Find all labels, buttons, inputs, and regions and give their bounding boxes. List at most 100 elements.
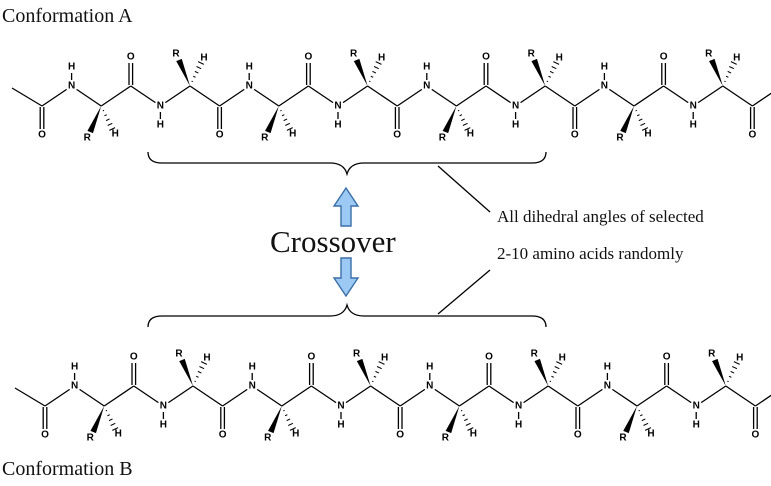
- oxygen-atom: O: [219, 430, 227, 441]
- backbone-bond: [399, 388, 426, 407]
- hydrogen-hashed-bond: [102, 109, 116, 131]
- oxygen-atom: O: [663, 352, 671, 363]
- hydrogen-hashed-bond: [369, 61, 382, 83]
- sidechain-wedge-bond: [534, 358, 549, 386]
- backbone-bond: [14, 387, 46, 407]
- hydrogen-hashed-bond: [546, 61, 560, 83]
- backbone-bond: [311, 385, 337, 404]
- backbone-bond: [485, 85, 511, 104]
- pointer-line-bottom: [437, 269, 491, 315]
- sidechain-wedge-bond: [265, 106, 279, 134]
- backbone-bond: [189, 85, 220, 107]
- backbone-bond: [666, 385, 692, 404]
- backbone-bond: [168, 385, 194, 404]
- backbone-bond: [41, 88, 67, 107]
- hydrogen-atom: H: [515, 420, 522, 431]
- nitrogen-atom: N: [160, 401, 167, 412]
- hydrogen-atom: H: [160, 420, 167, 431]
- backbone-bond: [609, 88, 635, 107]
- hydrogen-atom: H: [115, 429, 122, 440]
- hydrogen-hashed-bond: [283, 409, 296, 431]
- arrow-down-icon: [332, 257, 360, 298]
- sidechain-atom: R: [175, 349, 183, 360]
- oxygen-atom: O: [574, 430, 582, 441]
- sidechain-atom: R: [261, 133, 269, 144]
- oxygen-atom: O: [38, 130, 46, 141]
- sidechain-atom: R: [172, 49, 180, 60]
- sidechain-atom: R: [442, 433, 450, 444]
- backbone-bond: [130, 85, 156, 104]
- oxygen-atom: O: [308, 352, 316, 363]
- backbone-bond: [577, 388, 603, 407]
- dihedral-note-line2: 2-10 amino acids randomly: [497, 244, 684, 263]
- sidechain-atom: R: [84, 133, 92, 144]
- hydrogen-atom: H: [249, 362, 256, 373]
- nitrogen-atom: N: [337, 401, 344, 412]
- hydrogen-atom: H: [71, 362, 78, 373]
- hydrogen-atom: H: [736, 353, 743, 364]
- hydrogen-hashed-bond: [457, 109, 471, 131]
- backbone-bond: [278, 85, 309, 107]
- sidechain-atom: R: [439, 133, 447, 144]
- backbone-bond: [219, 88, 245, 107]
- backbone-bond: [100, 85, 132, 107]
- crossover-label: Crossover: [270, 224, 396, 259]
- oxygen-atom: O: [749, 130, 757, 141]
- backbone-bond: [456, 85, 487, 107]
- sidechain-wedge-bond: [268, 406, 282, 434]
- hydrogen-atom: H: [200, 53, 207, 64]
- backbone-bond: [520, 85, 546, 104]
- hydrogen-atom: H: [378, 53, 385, 64]
- hydrogen-hashed-bond: [191, 61, 205, 83]
- nitrogen-atom: N: [246, 81, 253, 92]
- hydrogen-atom: H: [426, 362, 433, 373]
- oxygen-atom: O: [752, 430, 760, 441]
- sidechain-wedge-bond: [442, 106, 457, 134]
- nitrogen-atom: N: [249, 381, 256, 392]
- backbone-bond: [663, 85, 689, 104]
- arrow-up-icon: [332, 186, 360, 227]
- hydrogen-atom: H: [470, 429, 477, 440]
- backbone-bond: [103, 385, 135, 407]
- sidechain-atom: R: [350, 49, 358, 60]
- backbone-bond: [345, 385, 371, 404]
- nitrogen-atom: N: [604, 381, 611, 392]
- hydrogen-atom: H: [512, 120, 519, 131]
- crossover-arrow: [332, 186, 360, 298]
- sidechain-atom: R: [708, 349, 716, 360]
- backbone-bond: [612, 388, 638, 407]
- hydrogen-hashed-bond: [194, 361, 208, 383]
- sidechain-atom: R: [616, 133, 624, 144]
- sidechain-atom: R: [531, 349, 539, 360]
- hydrogen-atom: H: [644, 129, 651, 140]
- backbone-bond: [434, 388, 460, 407]
- nitrogen-atom: N: [601, 81, 608, 92]
- pointer-line-top: [437, 165, 491, 213]
- hydrogen-atom: H: [112, 129, 119, 140]
- nitrogen-atom: N: [71, 381, 78, 392]
- backbone-bond: [281, 385, 312, 407]
- sidechain-wedge-bond: [445, 406, 460, 434]
- hydrogen-atom: H: [292, 429, 299, 440]
- nitrogen-atom: N: [512, 101, 519, 112]
- hydrogen-hashed-bond: [549, 361, 563, 383]
- hydrogen-hashed-bond: [460, 409, 474, 431]
- sidechain-atom: R: [705, 49, 713, 60]
- backbone-bond: [636, 385, 667, 407]
- backbone-bond: [165, 85, 191, 104]
- sidechain-wedge-bond: [179, 358, 193, 386]
- hydrogen-atom: H: [604, 362, 611, 373]
- oxygen-atom: O: [305, 52, 313, 63]
- sidechain-wedge-bond: [531, 58, 546, 86]
- hydrogen-atom: H: [337, 420, 344, 431]
- sidechain-wedge-bond: [356, 358, 371, 386]
- hydrogen-atom: H: [647, 429, 654, 440]
- oxygen-atom: O: [130, 352, 138, 363]
- hydrogen-atom: H: [423, 62, 430, 73]
- backbone-bond: [308, 85, 334, 104]
- oxygen-atom: O: [41, 430, 49, 441]
- backbone-bond: [133, 385, 159, 404]
- backbone-bond: [256, 388, 283, 407]
- backbone-bond: [523, 385, 549, 404]
